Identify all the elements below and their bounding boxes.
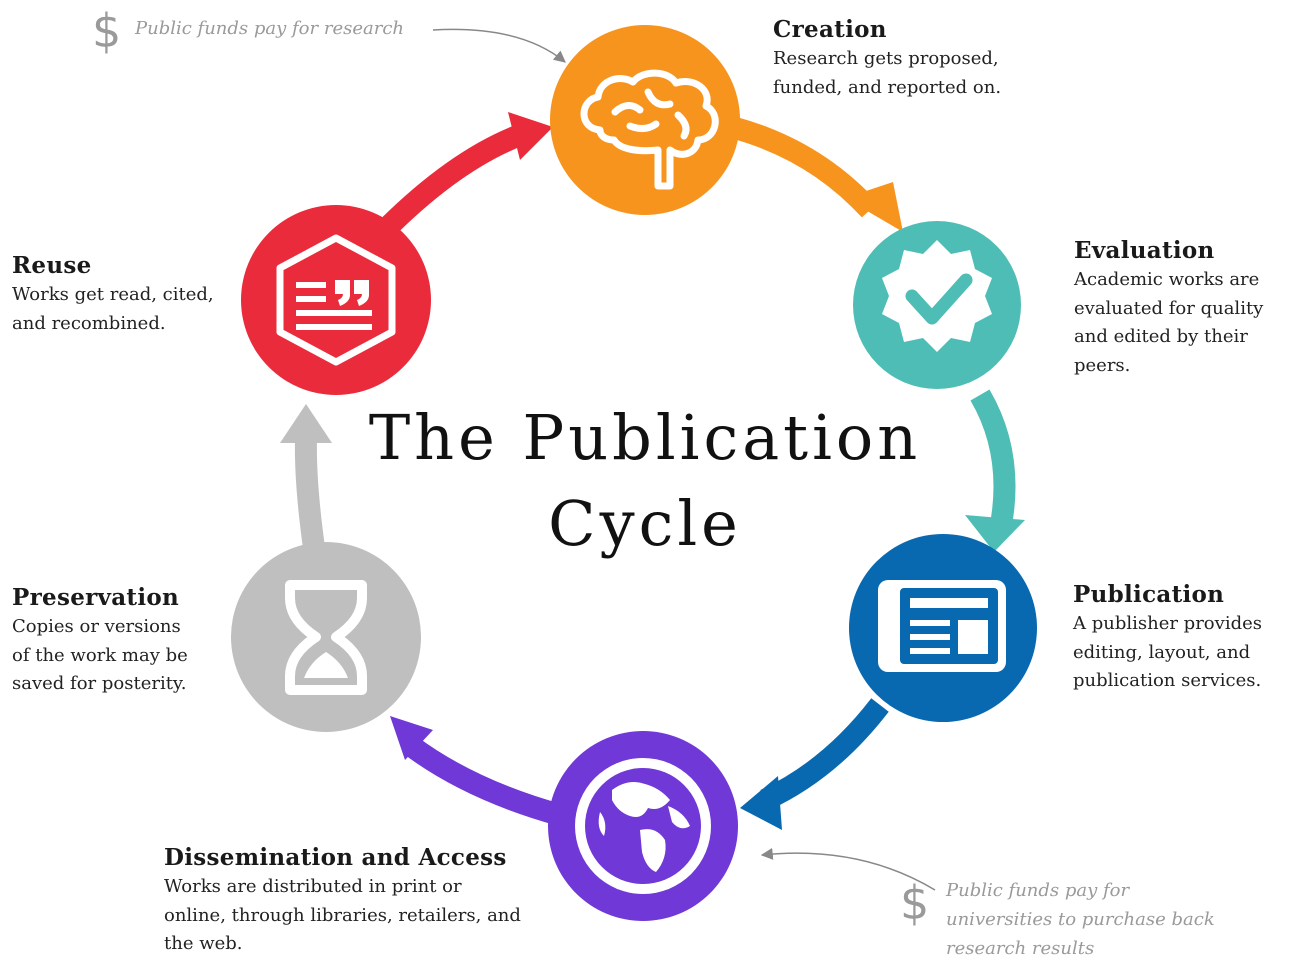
- dissemination-desc: Works are distributed in print or online…: [164, 876, 521, 954]
- brain-icon: [580, 69, 719, 190]
- globe-icon: [575, 758, 711, 894]
- arrow-creation-to-evaluation: [732, 117, 903, 232]
- newspaper-icon: [878, 580, 1006, 672]
- dissemination-node: [548, 731, 738, 921]
- publication-node: [849, 534, 1037, 722]
- preservation-node: [231, 542, 421, 732]
- publication-title: Publication: [1073, 581, 1225, 608]
- arrow-reuse-to-creation: [377, 112, 553, 238]
- checkmark-badge-icon: [882, 240, 992, 352]
- publication-desc: A publisher provides editing, layout, an…: [1073, 613, 1262, 691]
- hourglass-icon: [285, 580, 367, 695]
- research-funds-note: Public funds pay for research: [135, 18, 404, 39]
- evaluation-title: Evaluation: [1074, 237, 1215, 264]
- funds-arrow-research: [432, 28, 566, 63]
- dissemination-title: Dissemination and Access: [164, 844, 507, 871]
- reuse-label: Reuse Works get read, cited, and recombi…: [12, 251, 214, 338]
- dissemination-label: Dissemination and Access Works are distr…: [164, 843, 521, 959]
- evaluation-node: [853, 221, 1021, 389]
- arrow-preservation-to-reuse: [280, 404, 332, 557]
- reuse-title: Reuse: [12, 252, 92, 279]
- dollar-icon: $: [92, 4, 122, 58]
- reuse-desc: Works get read, cited, and recombined.: [12, 284, 214, 334]
- evaluation-desc: Academic works are evaluated for quality…: [1074, 269, 1264, 376]
- reuse-node: [241, 205, 431, 395]
- quote-document-icon: [276, 234, 396, 366]
- university-funds-note: Public funds pay for universities to pur…: [946, 880, 1215, 959]
- publication-label: Publication A publisher provides editing…: [1073, 580, 1262, 696]
- hourglass-sand: [304, 652, 348, 678]
- preservation-title: Preservation: [12, 584, 180, 611]
- arrow-evaluation-to-publication: [965, 389, 1025, 552]
- preservation-desc: Copies or versions of the work may be sa…: [12, 616, 188, 694]
- creation-title: Creation: [773, 16, 887, 43]
- funds-arrow-universities: [760, 847, 936, 891]
- dollar-icon-universities: $: [900, 876, 930, 930]
- creation-label: Creation Research gets proposed, funded,…: [773, 15, 1001, 102]
- arrow-publication-to-dissemination: [740, 698, 889, 830]
- creation-node: [550, 25, 740, 215]
- preservation-label: Preservation Copies or versions of the w…: [12, 583, 188, 699]
- arrow-dissemination-to-preservation: [390, 716, 563, 826]
- evaluation-label: Evaluation Academic works are evaluated …: [1074, 236, 1263, 380]
- creation-desc: Research gets proposed, funded, and repo…: [773, 48, 1002, 98]
- diagram-title: The Publication Cycle: [368, 401, 922, 560]
